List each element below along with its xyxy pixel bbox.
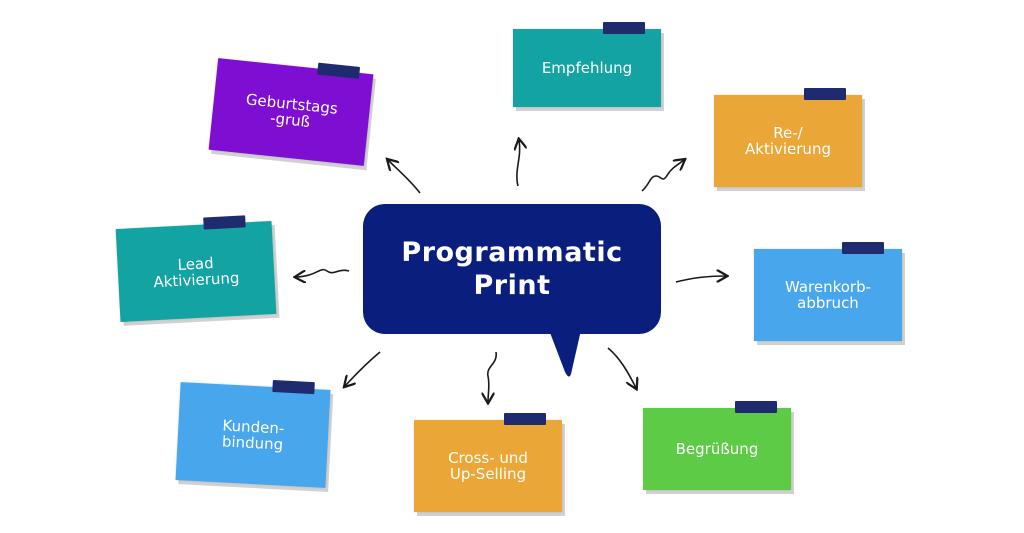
note-begruessung: Begrüßung bbox=[643, 401, 791, 490]
note-empfehlung: Empfehlung bbox=[513, 22, 661, 107]
note-cross-up-selling: Cross- und Up-Selling bbox=[414, 413, 562, 512]
central-speech-bubble: Programmatic Print bbox=[363, 204, 661, 334]
tape-strip bbox=[317, 62, 361, 79]
arrow-kunden bbox=[345, 351, 381, 386]
note-label: Kunden- bindung bbox=[221, 416, 285, 454]
central-title: Programmatic Print bbox=[401, 237, 623, 301]
arrow-reaktiv bbox=[641, 160, 684, 192]
tape-strip bbox=[842, 242, 884, 254]
note-label: Cross- und Up-Selling bbox=[448, 449, 528, 483]
tape-strip bbox=[272, 379, 315, 395]
note-label: Begrüßung bbox=[675, 440, 759, 458]
arrow-geburtstag bbox=[388, 160, 421, 194]
note-kundenbindung: Kunden- bindung bbox=[175, 379, 331, 488]
arrow-cross bbox=[488, 351, 497, 402]
arrow-empfehlung bbox=[517, 140, 520, 187]
tape-strip bbox=[504, 413, 546, 425]
tape-strip bbox=[203, 215, 246, 230]
speech-bubble-tail bbox=[549, 330, 581, 377]
note-label: Warenkorb- abbruch bbox=[784, 278, 872, 312]
note-reaktivierung: Re-/ Aktivierung bbox=[714, 88, 862, 187]
tape-strip bbox=[735, 401, 777, 413]
arrow-warenkorb bbox=[675, 276, 726, 283]
arrow-lead bbox=[296, 268, 350, 277]
tape-strip bbox=[804, 88, 846, 100]
arrow-begruss bbox=[607, 347, 636, 388]
note-label: Lead Aktivierung bbox=[153, 253, 240, 291]
note-label: Re-/ Aktivierung bbox=[745, 124, 831, 158]
note-label: Geburtstags -gruß bbox=[245, 90, 339, 132]
note-lead-aktivierung: Lead Aktivierung bbox=[115, 215, 277, 323]
note-warenkorbabbruch: Warenkorb- abbruch bbox=[754, 242, 902, 341]
note-geburtstagsgruss: Geburtstags -gruß bbox=[208, 58, 374, 166]
note-label: Empfehlung bbox=[541, 59, 633, 77]
tape-strip bbox=[603, 22, 645, 34]
